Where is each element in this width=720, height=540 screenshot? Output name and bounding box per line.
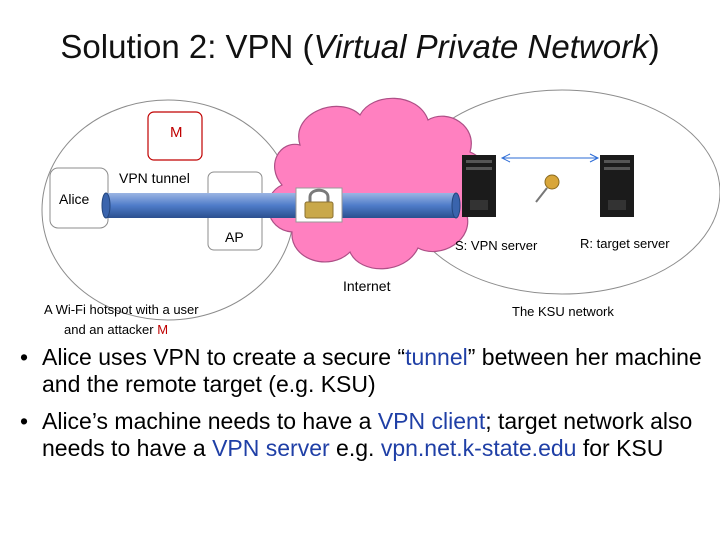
ap-label: AP: [225, 229, 244, 245]
bullet-text: for KSU: [576, 435, 664, 461]
vpn-server-highlight: VPN server: [212, 435, 330, 461]
title-suffix: ): [648, 28, 660, 65]
bullet-item: • Alice uses VPN to create a secure “tun…: [12, 344, 712, 398]
vpn-server-icon: [462, 155, 496, 217]
vpn-client-highlight: VPN client: [377, 408, 486, 434]
vpn-diagram: [41, 89, 720, 321]
internet-label: Internet: [343, 278, 391, 294]
padlock-icon: [295, 187, 343, 223]
bullet-text: ; target network also needs to have a: [42, 408, 693, 461]
ksu-network-label: The KSU network: [512, 304, 614, 319]
hotspot-caption-line1: A Wi-Fi hotspot with a user: [44, 302, 199, 317]
vpn-server-label: S: VPN server: [455, 238, 538, 253]
attacker-laptop: [147, 111, 203, 161]
tunnel-label: VPN tunnel: [119, 170, 190, 186]
tunnel-highlight: tunnel: [405, 344, 468, 370]
title-italic: Virtual Private Network: [313, 28, 649, 65]
key-icon: [500, 153, 600, 203]
bullet-text: Alice’s machine needs to have a: [42, 408, 378, 434]
bullet-dot: •: [20, 408, 29, 434]
hotspot-caption-attacker: M: [157, 322, 169, 337]
bullet-item: • Alice’s machine needs to have a VPN cl…: [12, 408, 712, 462]
bullet-text: Alice uses VPN to create a secure “: [42, 344, 406, 370]
target-server-label: R: target server: [580, 236, 670, 251]
ksu-vpn-host: vpn.net.k-state.edu: [380, 435, 577, 461]
internet-cloud: [267, 97, 489, 270]
target-server-icon: [600, 155, 634, 217]
hotspot-caption-text: and an attacker: [64, 322, 158, 337]
attacker-label: M: [170, 124, 183, 141]
bullet-text: ” between her machine and the remote tar…: [42, 344, 702, 397]
bullet-text: e.g.: [329, 435, 381, 461]
title-prefix: Solution 2: VPN (: [60, 28, 314, 65]
vpn-tunnel: [101, 192, 461, 219]
hotspot-caption-line2: and an attacker M: [64, 322, 168, 337]
slide-title: Solution 2: VPN (Virtual Private Network…: [0, 28, 720, 66]
bullet-list: • Alice uses VPN to create a secure “tun…: [12, 344, 712, 472]
bullet-dot: •: [20, 344, 29, 370]
alice-label: Alice: [59, 191, 90, 207]
